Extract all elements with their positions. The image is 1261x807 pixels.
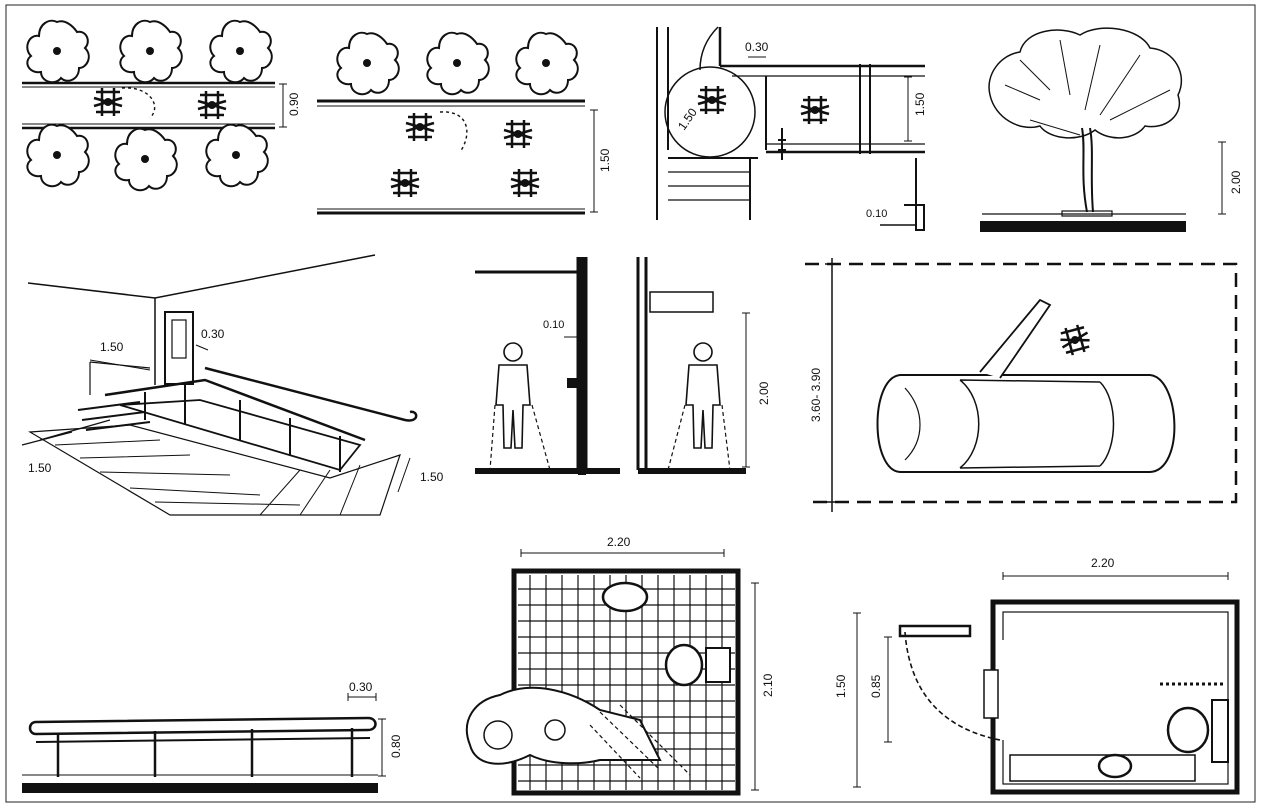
ramp-base-left-label: 1.50 [28, 461, 52, 475]
toilet-a-width-label: 2.20 [607, 535, 631, 549]
car-top-view-icon [876, 374, 1176, 473]
entrance-gap-label: 0.30 [745, 40, 769, 54]
tree-elevation-panel: 2.00 [980, 27, 1243, 232]
floor-strip [22, 783, 378, 793]
handrail-elevation-panel: 0.30 0.80 [22, 680, 403, 793]
sink-b-icon [1097, 753, 1133, 779]
curb-height-label: 0.10 [866, 208, 887, 220]
handrail-height-label: 0.80 [389, 734, 403, 758]
toilet-b-icon [1166, 706, 1210, 754]
turning-circle-icon [664, 66, 756, 158]
parking-bay-width-label: 3.60- 3.90 [809, 368, 823, 422]
overhang-height-label: 2.00 [757, 381, 771, 405]
walkway-wide-width-label: 1.50 [598, 148, 612, 172]
walkway-wide-panel: 1.50 [317, 31, 612, 215]
handrail-extension-label: 0.30 [349, 680, 373, 694]
turning-diameter-label: 1.50 [675, 105, 700, 132]
toilet-plan-b-panel: 2.20 1.50 0.85 [834, 556, 1240, 795]
overhang-projection-label: 0.10 [543, 319, 564, 331]
parking-bay-panel: 3.60- 3.90 [805, 258, 1238, 512]
toilet-icon [664, 643, 704, 687]
ramp-top-label: 0.30 [201, 327, 225, 341]
toilet-b-width-label: 2.20 [1091, 556, 1115, 570]
toilet-b-depth-label: 1.50 [834, 674, 848, 698]
overhang-section-panel: 0.10 2.00 [475, 257, 771, 475]
toilet-b-door-label: 0.85 [869, 674, 883, 698]
sink-icon [601, 581, 649, 613]
ramp-perspective-panel: 1.50 0.30 1.50 1.50 [21, 254, 444, 516]
tree-clearance-label: 2.00 [1229, 170, 1243, 194]
toilet-plan-a-panel: 2.20 2.10 [465, 535, 775, 796]
entrance-plan-panel: 1.50 0.30 1.50 0.10 [656, 26, 927, 231]
walkway-trees-panel: 0.90 [22, 19, 301, 192]
corridor-depth-label: 1.50 [913, 92, 927, 116]
walkway-trees-width-label: 0.90 [287, 92, 301, 116]
entrance-door [164, 311, 194, 385]
toilet-a-depth-label: 2.10 [761, 673, 775, 697]
handrail-icon [28, 716, 377, 736]
sheet-frame [5, 4, 1256, 803]
tree-canopy-icon [988, 27, 1183, 139]
ground-strip [980, 221, 1186, 232]
ramp-landing-label: 1.50 [100, 340, 124, 354]
ramp-base-right-label: 1.50 [420, 470, 444, 484]
